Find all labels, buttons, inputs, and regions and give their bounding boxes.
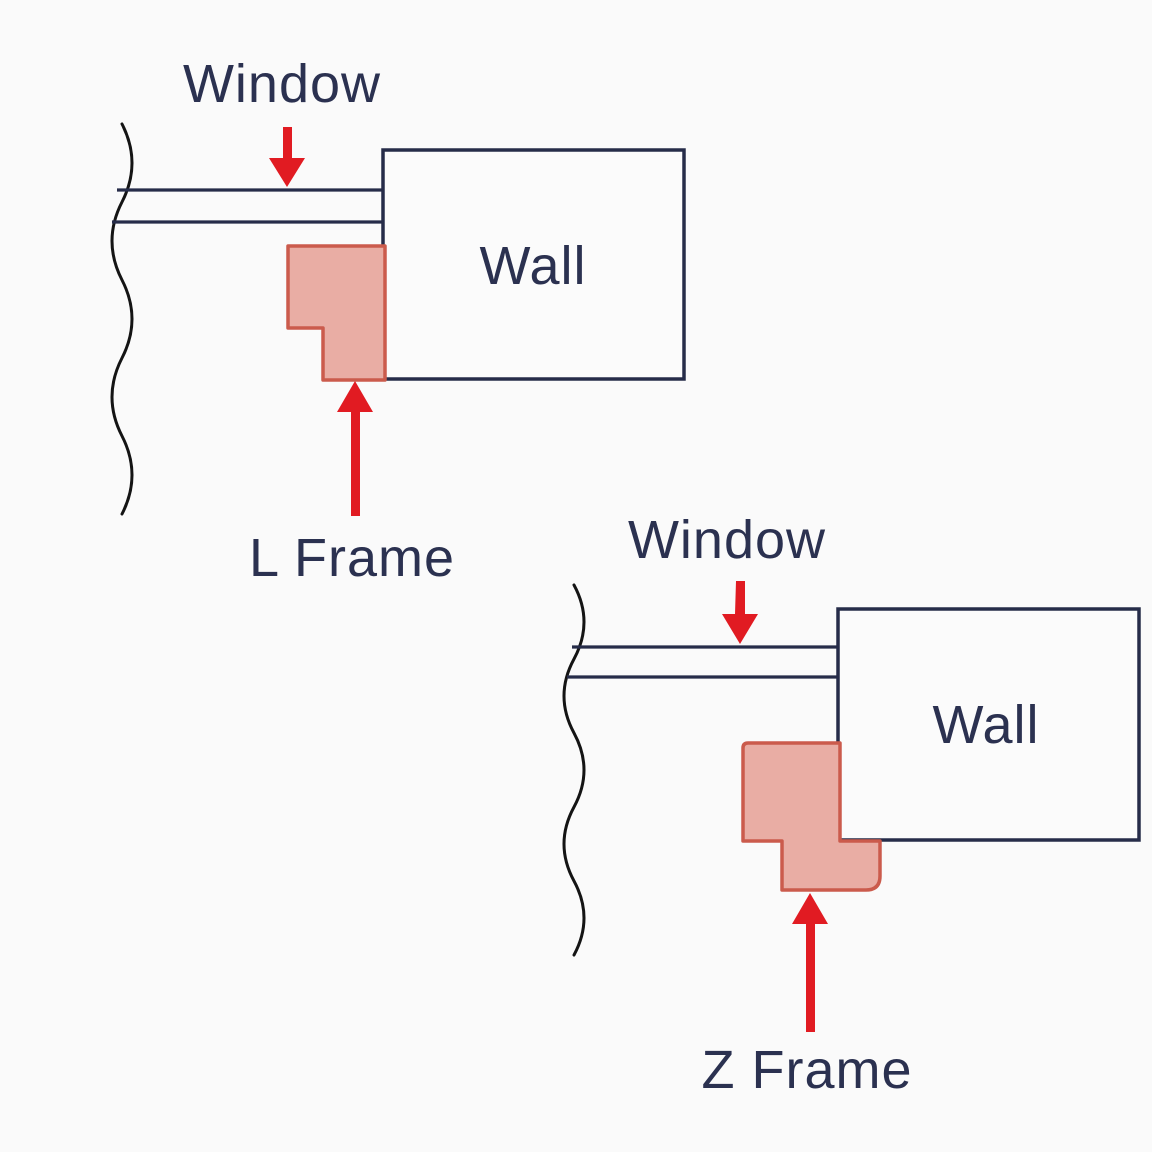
break-wavy-line	[110, 122, 134, 516]
window-label: Window	[627, 510, 827, 570]
window-arrow-down-icon	[722, 581, 758, 644]
l-frame-shape	[286, 244, 387, 382]
wall-rect	[836, 607, 1141, 842]
l-frame-diagram	[110, 122, 686, 516]
break-wavy-line	[562, 583, 586, 957]
l-frame-arrow-up-icon	[337, 381, 373, 516]
window-arrow-down-icon	[269, 127, 305, 187]
wall-label: Wall	[479, 236, 587, 296]
z-frame-diagram	[562, 581, 1141, 1032]
wall-label: Wall	[932, 695, 1040, 755]
z-frame-label: Z Frame	[701, 1040, 913, 1100]
z-frame-shape	[741, 741, 882, 892]
window-label: Window	[182, 54, 382, 114]
l-frame-label: L Frame	[248, 528, 456, 588]
z-frame-arrow-up-icon	[792, 893, 828, 1032]
